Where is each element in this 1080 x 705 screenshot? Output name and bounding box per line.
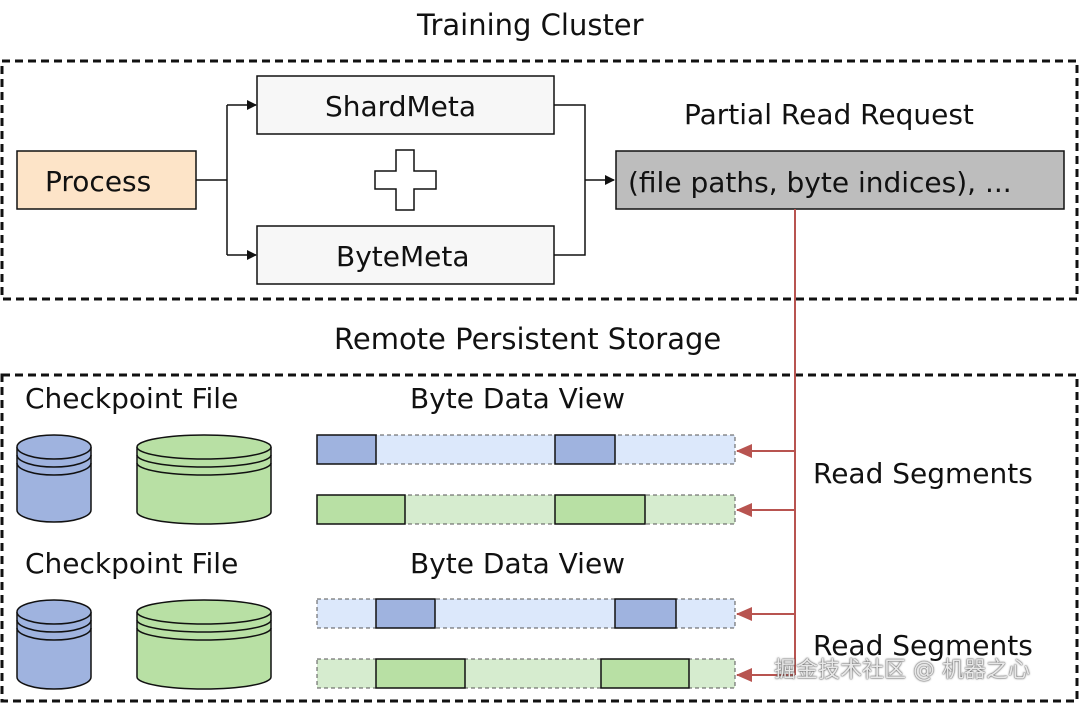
request-title: Partial Read Request [684,98,974,131]
read-segment [554,434,616,465]
request-box [615,150,1065,210]
read-segment [600,658,690,689]
checkpoint-file-label-1: Checkpoint File [25,382,239,415]
byte-view-green-2 [316,658,736,689]
shard-meta-label: ShardMeta [325,90,476,123]
storage-title: Remote Persistent Storage [334,322,722,356]
read-segment [375,658,466,689]
process-connector [196,105,228,255]
byte-view-blue-2 [316,598,736,629]
read-segment [554,494,646,525]
training-cluster-title: Training Cluster [417,8,644,42]
read-segments-label-2: Read Segments [813,629,1033,662]
green-cylinder-1 [136,434,272,525]
byte-data-view-label-1: Byte Data View [410,382,626,415]
training-cluster-frame [0,59,1079,301]
green-cylinder-2 [136,599,272,690]
blue-cylinder-2 [16,599,92,690]
shard-meta-box [256,75,555,135]
read-segment [316,434,377,465]
byte-view-green-1 [316,494,736,525]
byte-meta-box [256,225,555,285]
storage-frame [0,373,1079,703]
read-segment [614,598,677,629]
read-segment [316,494,406,525]
read-segments-label-1: Read Segments [813,457,1033,490]
plus-icon [374,149,437,211]
merge-connector [554,104,586,256]
blue-cylinder-1 [16,434,92,523]
read-segment [375,598,436,629]
process-box [16,150,197,210]
byte-view-blue-1 [316,434,736,465]
request-content: (file paths, byte indices), ... [628,166,1012,199]
watermark: 掘金技术社区 @ 机器之心 [774,658,1030,683]
checkpoint-file-label-2: Checkpoint File [25,547,239,580]
byte-data-view-label-2: Byte Data View [410,547,626,580]
process-label: Process [45,165,152,198]
byte-meta-label: ByteMeta [336,240,470,273]
